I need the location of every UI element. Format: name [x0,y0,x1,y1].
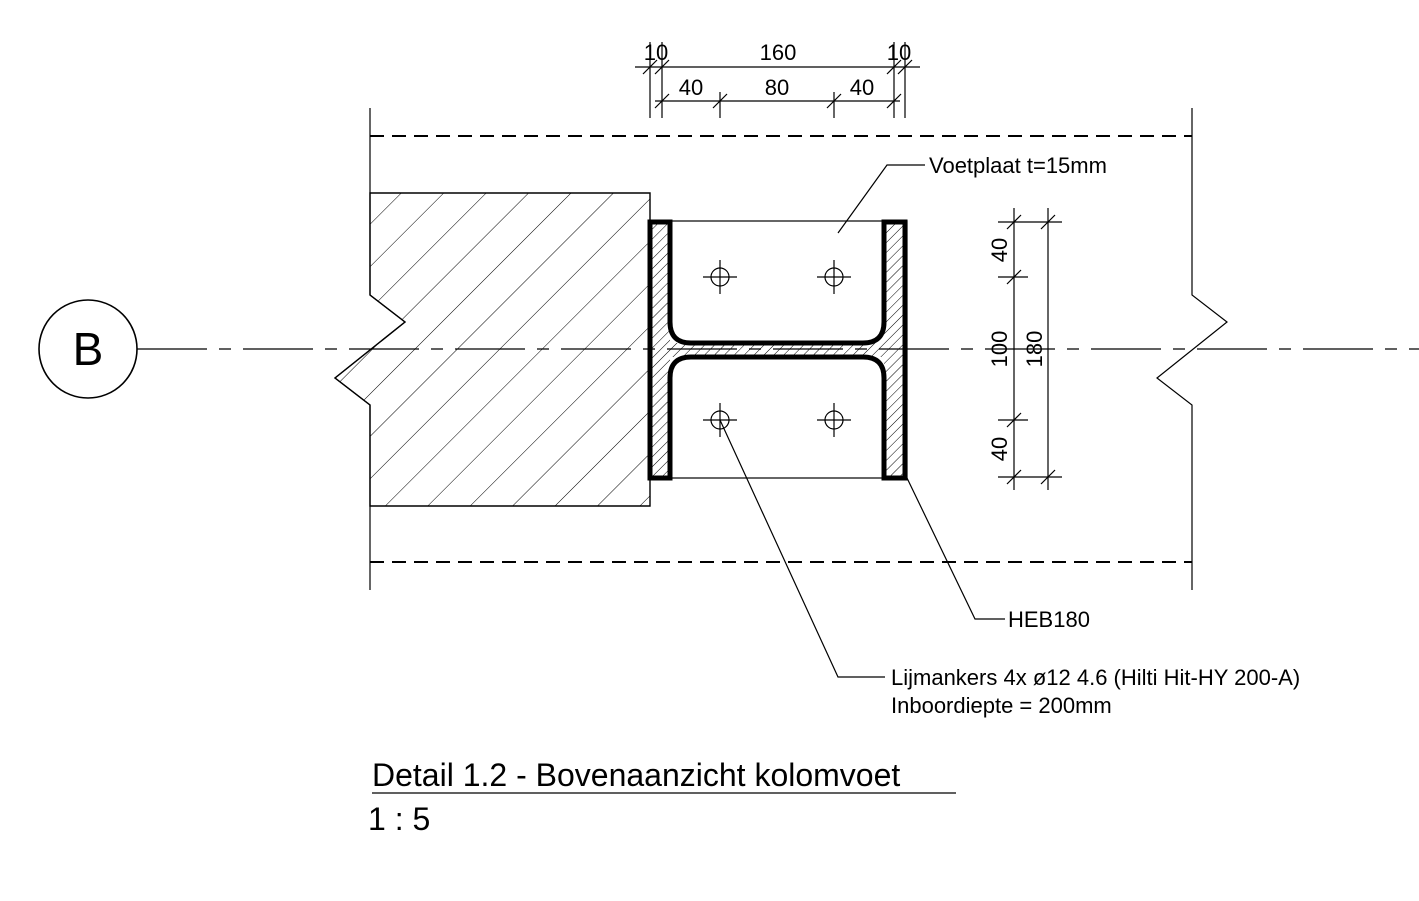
anchor-bolt [703,260,737,294]
dim-top-left-edge: 10 [644,40,668,65]
dim-top-width: 160 [760,40,797,65]
detail-title: Detail 1.2 - Bovenaanzicht kolomvoet [372,757,900,793]
dim-right-total: 180 [1022,331,1047,368]
anchor-bolt [817,403,851,437]
detail-scale: 1 : 5 [368,801,430,837]
grid-bubble: B [38,299,138,399]
base-plate-label: Voetplaat t=15mm [929,153,1107,178]
dim-top-right-edge: 10 [887,40,911,65]
dimension-top: 10 160 10 40 80 40 [635,40,920,118]
heb-profile [647,219,908,481]
dim-right-mid: 100 [987,331,1012,368]
anchor-label: Lijmankers 4x ø12 4.6 (Hilti Hit-HY 200-… [891,665,1300,690]
anchor-bolts [703,260,851,437]
dimension-right: 40 100 40 180 [987,208,1062,490]
anchor-bolt [817,260,851,294]
grid-axis-label: B [73,323,104,375]
drill-depth-label: Inboordiepte = 200mm [891,693,1112,718]
leader-lines [719,164,1005,678]
dim-right-top: 40 [987,238,1012,262]
dim-bolt-left: 40 [679,75,703,100]
profile-label: HEB180 [1008,607,1090,632]
dim-bolt-right: 40 [850,75,874,100]
dim-right-bottom: 40 [987,437,1012,461]
dim-bolt-spacing: 80 [765,75,789,100]
